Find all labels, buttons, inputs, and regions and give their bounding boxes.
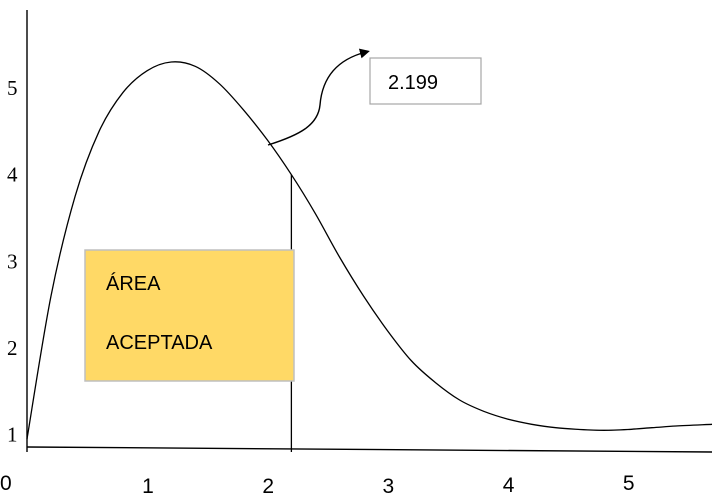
x-axis [26,446,713,453]
accepted-area-box [84,249,295,382]
y-tick-label: 3 [7,249,18,273]
y-tick-label: 5 [7,76,18,100]
y-tick-label: 1 [7,423,18,447]
x-tick-label: 0 [0,472,12,495]
x-tick-label: 3 [383,475,395,495]
callout-arrow [267,48,370,146]
x-tick-labels: 0 1 2 3 4 5 [0,472,635,495]
y-tick-label: 2 [7,336,18,360]
x-tick-label: 2 [262,475,274,495]
x-tick-label: 4 [503,474,515,495]
x-tick-label: 5 [623,472,635,495]
y-tick-labels: 1 2 3 4 5 [7,76,18,447]
distribution-curve [26,61,713,440]
callout-box [369,57,482,105]
y-tick-label: 4 [7,163,18,187]
accepted-area-label-line2: ACEPTADA [106,332,213,354]
accepted-area-label-line1: ÁREA [106,272,161,295]
callout-value: 2.199 [388,72,438,94]
x-tick-label: 1 [142,475,154,495]
